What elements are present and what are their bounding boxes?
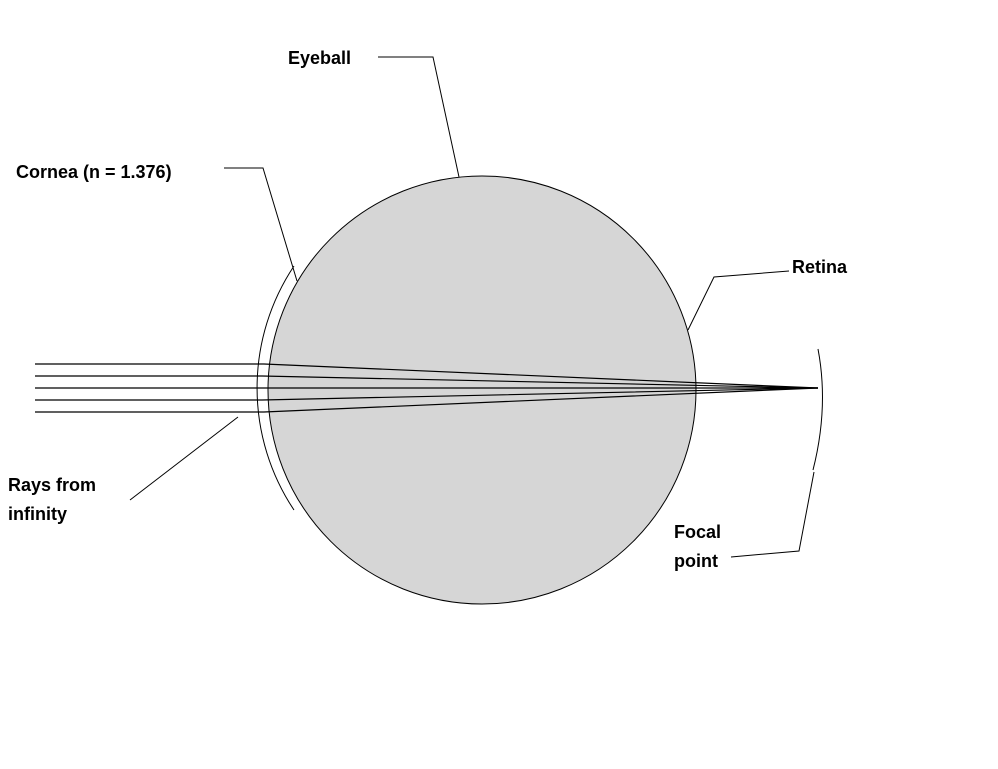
- ray-line-1: [35, 363, 819, 389]
- focal-plane-arc: [812, 348, 823, 471]
- rays-leader-line: [129, 416, 239, 501]
- eyeball-label: Eyeball: [288, 48, 352, 68]
- eyeball-circle: [267, 175, 697, 605]
- ray-line-2: [35, 375, 819, 389]
- focal-point-label: Focal point: [674, 518, 721, 576]
- retina-leader-line: [687, 270, 790, 331]
- rays-label-line1: Rays from: [8, 475, 97, 495]
- cornea-leader-line: [224, 167, 298, 282]
- rays-from-infinity-label: Rays from infinity: [8, 471, 96, 529]
- cornea-label: Cornea (n = 1.376): [16, 162, 172, 182]
- retina-label: Retina: [792, 257, 848, 277]
- focal-label-line1: Focal: [674, 522, 722, 542]
- focal-leader-line: [730, 471, 815, 558]
- focal-label-line2: point: [674, 551, 718, 571]
- ray-line-4: [35, 387, 819, 401]
- rays-label-line2: infinity: [8, 504, 67, 524]
- ray-line-5: [35, 387, 819, 413]
- eyeball-leader-line: [378, 56, 460, 178]
